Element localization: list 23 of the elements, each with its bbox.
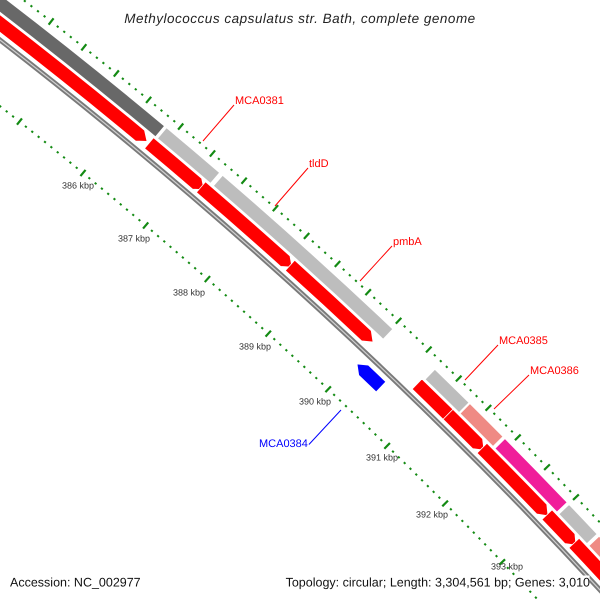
gene-label: MCA0385 bbox=[499, 335, 548, 348]
position-label: 392 kbp bbox=[416, 510, 448, 520]
position-label: 389 kbp bbox=[238, 342, 272, 352]
position-label: 393 kbp bbox=[490, 562, 524, 572]
leader-line bbox=[494, 374, 530, 410]
gene-label: pmbA bbox=[393, 236, 422, 249]
leader-line bbox=[202, 104, 234, 142]
position-label: 388 kbp bbox=[172, 288, 206, 298]
footer-note: Topology: circular; Length: 3,304,561 bp; Genes: 3,010 bbox=[286, 576, 590, 590]
footer-note: Accession: NC_002977 bbox=[10, 576, 141, 590]
leader-line bbox=[308, 410, 342, 445]
gene-label: tldD bbox=[309, 158, 329, 171]
title: Methylococcus capsulatus str. Bath, complete genome bbox=[123, 10, 477, 28]
position-label: 391 kbp bbox=[366, 452, 398, 464]
position-label: 387 kbp bbox=[118, 234, 150, 244]
gene-label: MCA0386 bbox=[530, 365, 579, 378]
gene-label: MCA0381 bbox=[235, 95, 284, 108]
gene-label: MCA0384 bbox=[259, 438, 308, 451]
position-label: 386 kbp bbox=[62, 180, 94, 192]
leader-line bbox=[274, 168, 308, 206]
position-label: 390 kbp bbox=[298, 396, 332, 408]
leader-line bbox=[464, 344, 498, 380]
leader-line bbox=[360, 246, 392, 282]
